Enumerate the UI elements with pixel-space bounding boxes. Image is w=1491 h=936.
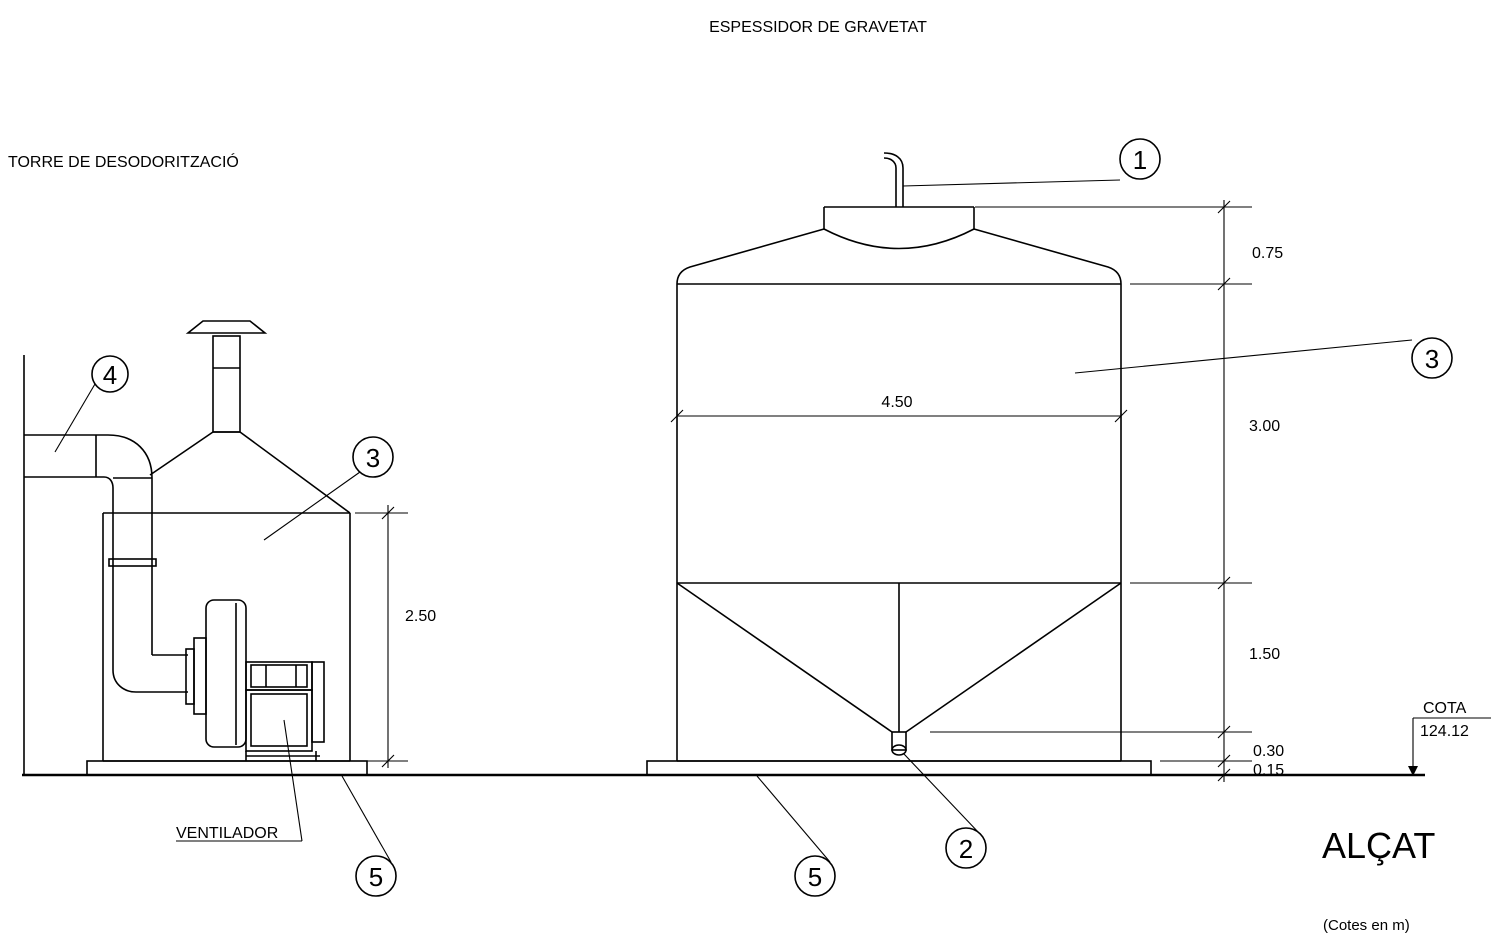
callout-5-tower: 5 (369, 862, 383, 892)
dim-outlet: 0.30 (1253, 743, 1284, 760)
callout-2-circle (945, 827, 987, 869)
dimension-tower-height (355, 505, 408, 768)
dim-base: 0.15 (1253, 762, 1284, 779)
callout-5-tank-circle (794, 855, 836, 897)
dimension-tank-diameter (670, 409, 1128, 430)
callout-3-tower-circle (352, 436, 394, 478)
label-ventilador: VENTILADOR (176, 825, 278, 842)
callout-4-circle (91, 355, 129, 393)
air-duct (24, 434, 207, 715)
note-cotes: (Cotes en m) (1323, 917, 1410, 934)
dim-cone: 1.50 (1249, 646, 1280, 663)
fan-unit (205, 599, 325, 761)
gravity-thickener (646, 152, 1152, 776)
title-torre: TORRE DE DESODORITZACIÓ (8, 152, 239, 171)
callout-3-tower: 3 (366, 443, 380, 473)
callout-1-circle (1119, 138, 1161, 180)
title-espessidor: ESPESSIDOR DE GRAVETAT (709, 19, 927, 36)
label-cota: COTA (1423, 700, 1467, 717)
callout-4: 4 (103, 360, 117, 390)
callout-5-tank: 5 (808, 862, 822, 892)
callout-2: 2 (959, 834, 973, 864)
callout-3-tank: 3 (1425, 344, 1439, 374)
dim-tank-diameter: 4.50 (881, 394, 912, 411)
callout-3-tank-circle (1411, 337, 1453, 379)
deodorization-tower (23, 320, 368, 776)
callout-5-tower-circle (355, 855, 397, 897)
dim-body: 3.00 (1249, 418, 1280, 435)
label-cota-value: 124.12 (1420, 723, 1469, 740)
dim-roof: 0.75 (1252, 245, 1283, 262)
dim-tower-height: 2.50 (405, 608, 436, 625)
dimension-chain-vertical (930, 200, 1252, 782)
callout-1: 1 (1133, 145, 1147, 175)
level-marker (1408, 717, 1491, 776)
title-alcat: ALÇAT (1322, 825, 1435, 866)
